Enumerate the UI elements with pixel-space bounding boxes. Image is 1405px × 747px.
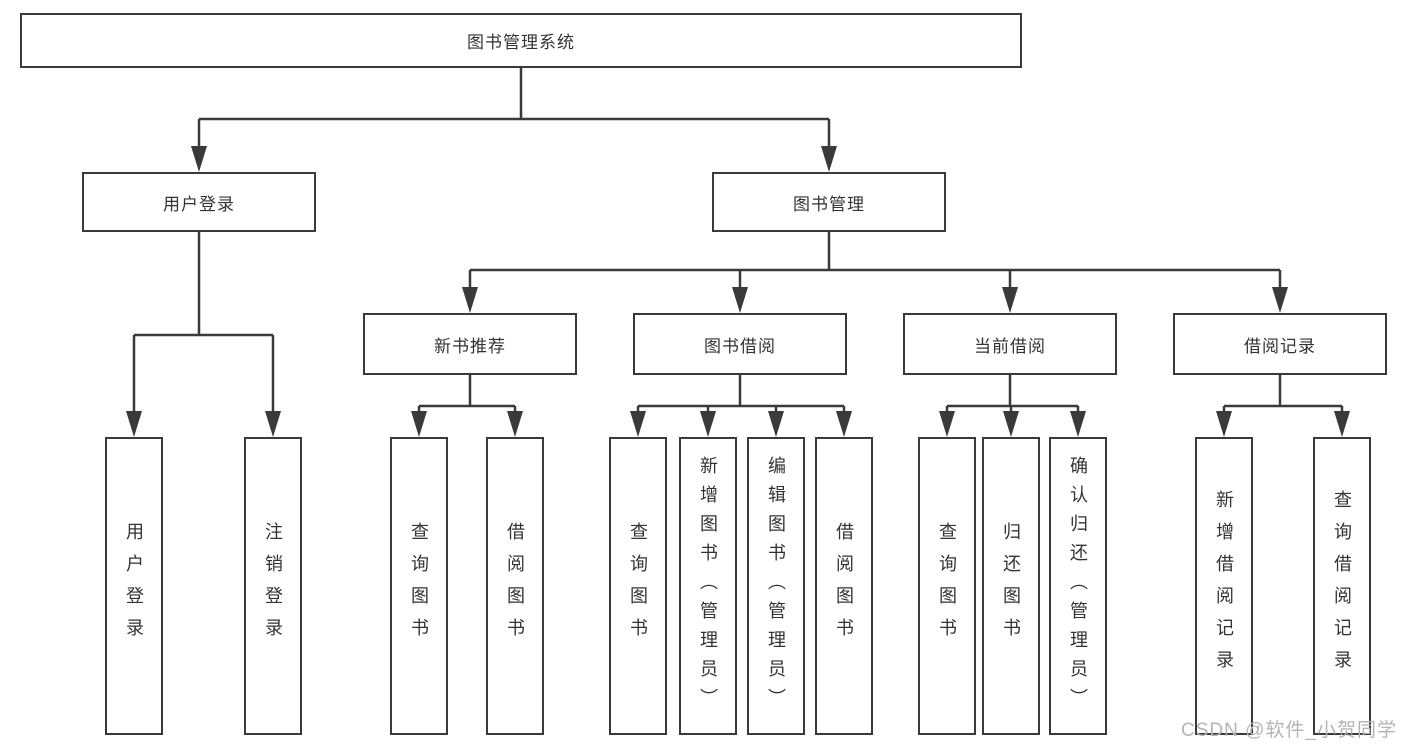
leaf-borrow-borrow-book-label: 借阅图书 xyxy=(834,522,854,650)
node-borrow-record: 借阅记录 xyxy=(1173,313,1387,375)
leaf-logout-label: 注销登录 xyxy=(263,522,283,650)
leaf-borrow-edit-book-label: 编辑图书（管理员） xyxy=(766,455,786,717)
leaf-current-confirm-return-label: 确认归还（管理员） xyxy=(1068,455,1088,717)
leaf-record-query-label: 查询借阅记录 xyxy=(1332,490,1352,682)
leaf-recommend-borrow-book-label: 借阅图书 xyxy=(505,522,525,650)
leaf-current-return-book: 归还图书 xyxy=(982,437,1040,735)
leaf-recommend-query-book: 查询图书 xyxy=(390,437,448,735)
node-root: 图书管理系统 xyxy=(20,13,1022,68)
leaf-current-return-book-label: 归还图书 xyxy=(1001,522,1021,650)
node-root-label: 图书管理系统 xyxy=(467,33,575,52)
leaf-record-add: 新增借阅记录 xyxy=(1195,437,1253,735)
node-user-login-label: 用户登录 xyxy=(163,194,235,214)
leaf-record-query: 查询借阅记录 xyxy=(1313,437,1371,735)
leaf-borrow-borrow-book: 借阅图书 xyxy=(815,437,873,735)
node-current-borrow: 当前借阅 xyxy=(903,313,1117,375)
leaf-logout: 注销登录 xyxy=(244,437,302,735)
leaf-borrow-add-book: 新增图书（管理员） xyxy=(679,437,737,735)
node-new-book-recommend-label: 新书推荐 xyxy=(434,336,506,356)
node-current-borrow-label: 当前借阅 xyxy=(974,336,1046,356)
leaf-borrow-add-book-label: 新增图书（管理员） xyxy=(698,455,718,717)
node-new-book-recommend: 新书推荐 xyxy=(363,313,577,375)
leaf-borrow-edit-book: 编辑图书（管理员） xyxy=(747,437,805,735)
node-book-management: 图书管理 xyxy=(712,172,946,232)
leaf-current-query-book-label: 查询图书 xyxy=(937,522,957,650)
leaf-record-add-label: 新增借阅记录 xyxy=(1214,490,1234,682)
arrowheads xyxy=(126,146,1350,437)
leaf-recommend-query-book-label: 查询图书 xyxy=(409,522,429,650)
node-book-borrow: 图书借阅 xyxy=(633,313,847,375)
leaf-borrow-query-book-label: 查询图书 xyxy=(628,522,648,650)
leaf-borrow-query-book: 查询图书 xyxy=(609,437,667,735)
node-borrow-record-label: 借阅记录 xyxy=(1244,336,1316,356)
leaf-user-login-label: 用户登录 xyxy=(124,522,144,650)
leaf-current-query-book: 查询图书 xyxy=(918,437,976,735)
node-user-login: 用户登录 xyxy=(82,172,316,232)
leaf-current-confirm-return: 确认归还（管理员） xyxy=(1049,437,1107,735)
leaf-user-login: 用户登录 xyxy=(105,437,163,735)
node-book-management-label: 图书管理 xyxy=(793,194,865,214)
leaf-recommend-borrow-book: 借阅图书 xyxy=(486,437,544,735)
watermark: CSDN @软件_小贺同学 xyxy=(1181,720,1397,741)
node-book-borrow-label: 图书借阅 xyxy=(704,336,776,356)
